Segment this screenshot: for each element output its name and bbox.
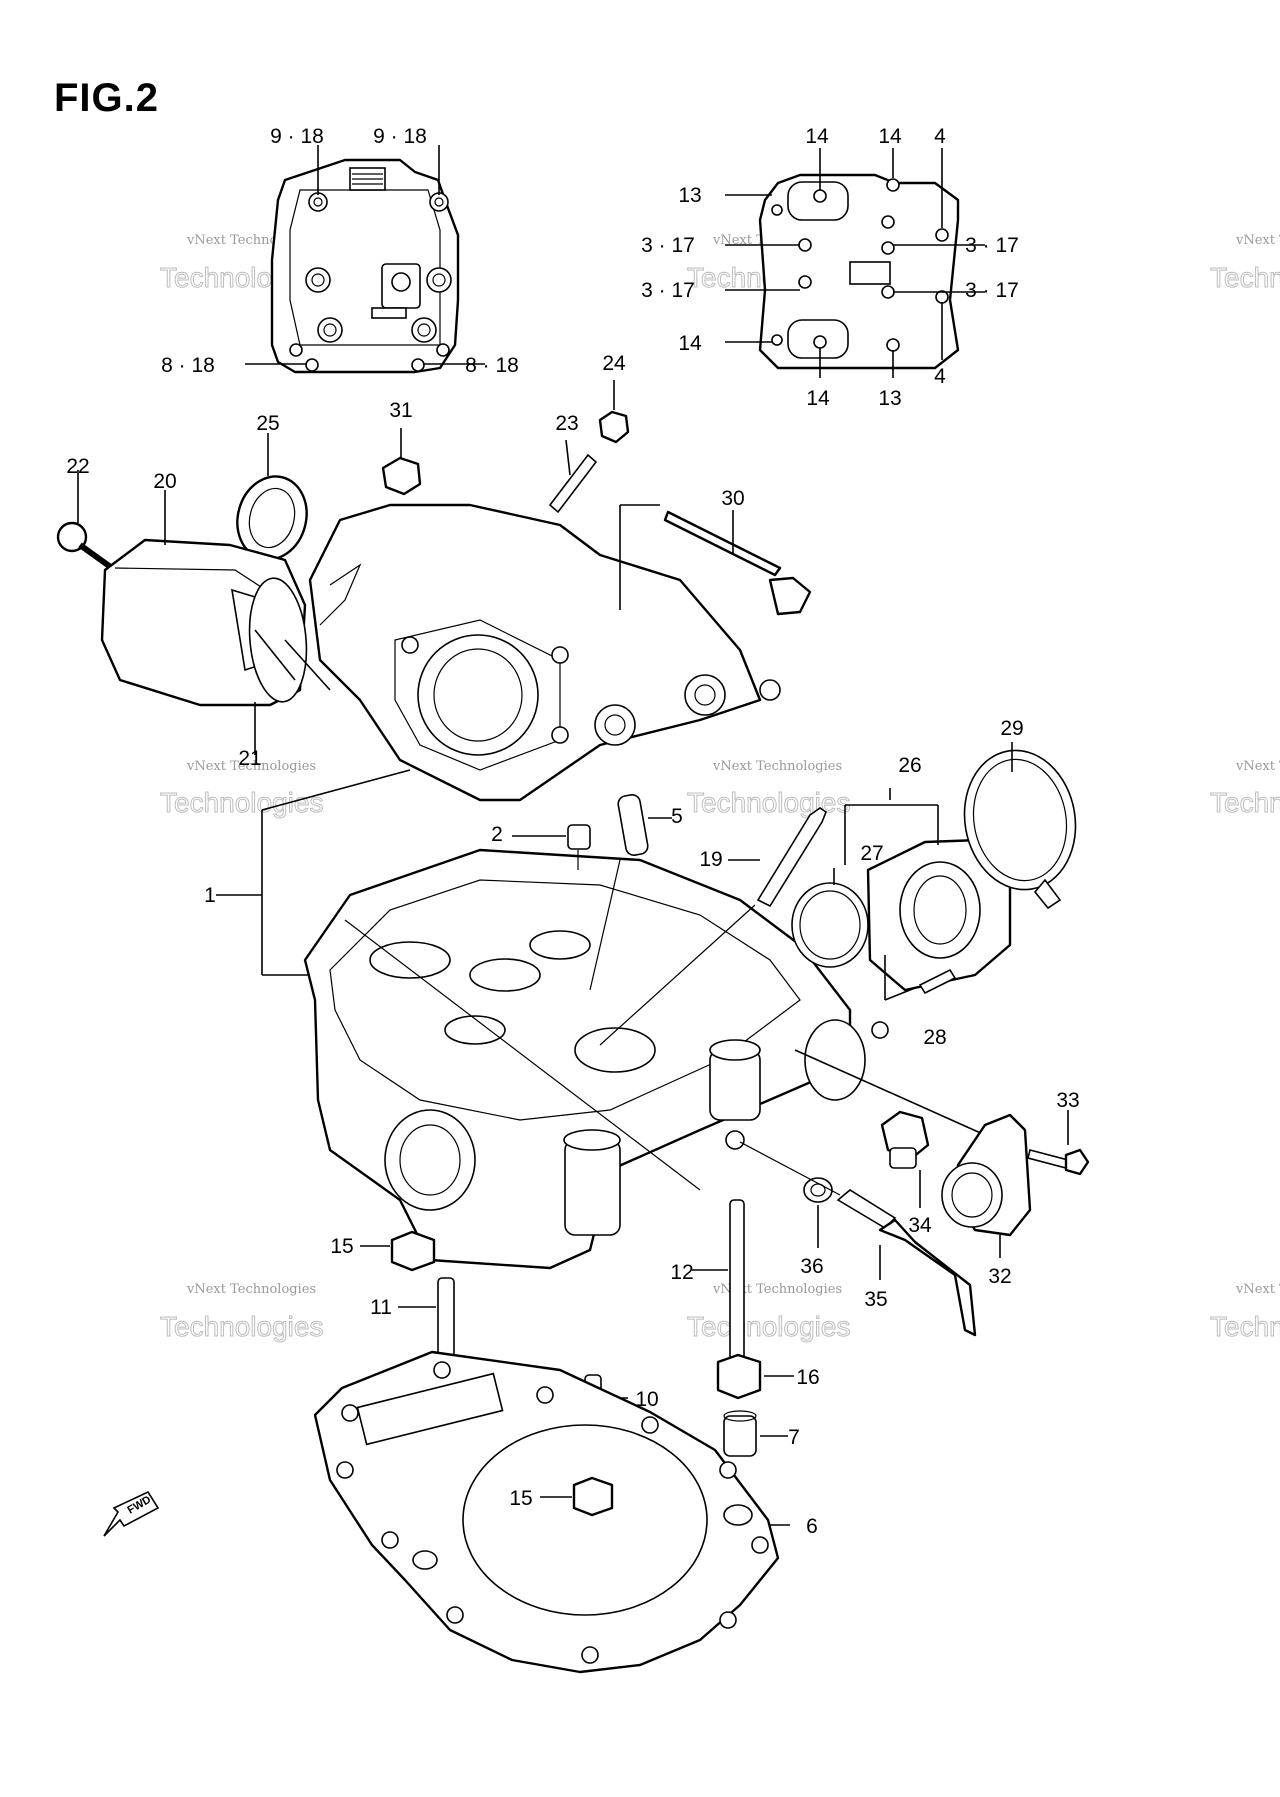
watermark-text: vNext Technologies	[712, 759, 842, 774]
part-callout-label: 14	[878, 125, 902, 148]
parts-right	[512, 742, 1090, 1457]
part-callout-label: 9 · 18	[270, 125, 324, 148]
parts-main-head	[216, 769, 986, 1270]
part-callout-label: 8 · 18	[161, 354, 215, 377]
part-callout-label: 5	[671, 805, 683, 828]
part-callout-label: 14	[805, 125, 829, 148]
watermark-text: vNext Technologies	[186, 1282, 316, 1297]
part-callout-label: 24	[602, 352, 626, 375]
part-callout-label: 32	[988, 1265, 1011, 1288]
part-callout-label: 30	[721, 487, 744, 510]
part-callout-label: 3 · 17	[965, 234, 1019, 257]
watermark-text: vNext Technologies	[1235, 233, 1280, 248]
part-callout-label: 23	[555, 412, 578, 435]
part-callout-label: 22	[66, 455, 89, 478]
part-callout-label: 9 · 18	[373, 125, 427, 148]
part-callout-label: 36	[800, 1255, 823, 1278]
figure-title: FIG.2	[54, 76, 160, 120]
watermark-group: vNext Technologies Technologies vNext Te…	[160, 233, 1280, 1343]
part-callout-label: 11	[370, 1296, 392, 1319]
part-callout-label: 26	[898, 754, 921, 777]
watermark-text: Technologies	[160, 787, 323, 818]
part-callout-label: 29	[1000, 717, 1023, 740]
part-callout-label: 20	[153, 470, 176, 493]
part-callout-label: 28	[923, 1026, 946, 1049]
part-callout-label: 1	[204, 884, 216, 907]
part-callout-label: 3 · 17	[641, 279, 695, 302]
part-callout-label: 19	[699, 848, 722, 871]
part-callout-label: 15	[330, 1235, 353, 1258]
part-callout-label: 15	[509, 1487, 532, 1510]
part-callout-label: 3 · 17	[965, 279, 1019, 302]
part-callout-label: 7	[788, 1426, 800, 1449]
inset-cover-top-view	[725, 148, 985, 378]
part-callout-label: 4	[934, 365, 946, 388]
part-callout-label: 13	[678, 184, 701, 207]
watermark-text: Technologies	[1210, 262, 1280, 293]
part-callout-label: 31	[389, 399, 412, 422]
parts-upper	[56, 380, 812, 802]
watermark-text: Technologies	[1210, 787, 1280, 818]
part-callout-label: 34	[908, 1214, 932, 1237]
watermark-text: Technologies	[687, 1311, 850, 1342]
parts-lower: FWD	[103, 1230, 790, 1674]
part-callout-label: 2	[491, 823, 503, 846]
part-callout-label: 8 · 18	[465, 354, 519, 377]
inset-head-top-view	[245, 145, 485, 374]
watermark-text: vNext Technologies	[1235, 1282, 1280, 1297]
part-callout-label: 3 · 17	[641, 234, 695, 257]
watermark-text: vNext Technologies	[1235, 759, 1280, 774]
part-callout-label: 14	[806, 387, 830, 410]
part-callout-label: 6	[806, 1515, 818, 1538]
part-callout-label: 33	[1056, 1089, 1079, 1112]
watermark-text: Technologies	[160, 1311, 323, 1342]
watermark-text: vNext Technologies	[186, 759, 316, 774]
part-callout-label: 13	[878, 387, 901, 410]
part-callout-label: 14	[678, 332, 702, 355]
part-callout-label: 21	[238, 747, 261, 770]
part-callout-label: 10	[635, 1388, 658, 1411]
part-callout-label: 25	[256, 412, 279, 435]
watermark-text: Technologies	[1210, 1311, 1280, 1342]
part-callout-label: 16	[796, 1366, 819, 1389]
part-callout-label: 27	[860, 842, 883, 865]
part-callout-label: 35	[864, 1288, 887, 1311]
part-callout-label: 4	[934, 125, 946, 148]
part-callout-label: 12	[670, 1261, 693, 1284]
